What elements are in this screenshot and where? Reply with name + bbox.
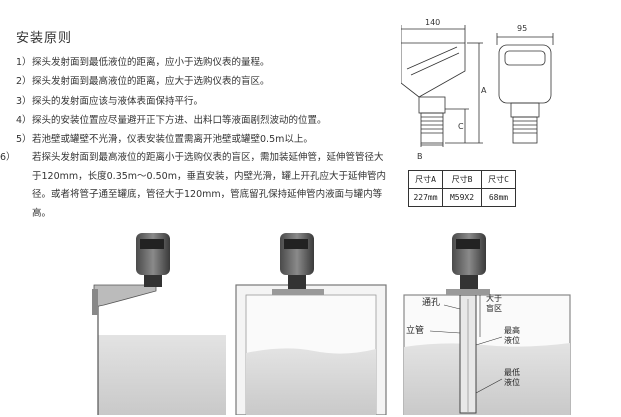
rule-item: 5）若池壁或罐壁不光滑，仪表安装位置需离开池壁或罐壁0.5m以上。	[16, 130, 388, 149]
label-vent-hole: 通孔	[422, 297, 440, 308]
page-title: 安装原则	[16, 31, 73, 46]
table-cell: 227mm	[408, 188, 443, 207]
rule-number: 2）	[16, 76, 32, 88]
rule-text: 探头发射面到最低液位的距离，应小于选购仪表的量程。	[32, 57, 270, 68]
table-row: 227mm M59X2 68mm	[408, 188, 516, 207]
scene-wall-bracket	[92, 233, 226, 415]
rule-item: 6） 若探头发射面到最高液位的距离小于选购仪表的盲区，需加装延伸管，延伸管管径大于…	[0, 149, 388, 223]
label-lowest-level: 最低	[504, 367, 520, 377]
table-cell: 68mm	[481, 188, 516, 207]
table-header: 尺寸A	[408, 170, 443, 189]
sensor	[280, 233, 314, 289]
dimension-drawing: 140 A C B 95	[401, 18, 554, 161]
installation-illustrations: 通孔 立管 大于 盲区 最高 液位 最低 液位	[92, 233, 571, 415]
rule-number: 3）	[16, 95, 32, 107]
front-view	[401, 25, 483, 147]
label-above-blind-2: 盲区	[486, 303, 502, 313]
rule-text: 探头的安装位置应尽量避开正下方进、出料口等液面剧烈波动的位置。	[32, 114, 327, 126]
label-highest-level: 最高	[504, 325, 520, 335]
rule-item: 2）探头发射面到最高液位的距离，应大于选购仪表的盲区。	[16, 72, 388, 91]
rule-text: 探头发射面到最高液位的距离，应大于选购仪表的盲区。	[32, 76, 270, 88]
liquid	[246, 348, 376, 415]
dim-front-width: 140	[425, 18, 440, 27]
label-lowest-level-2: 液位	[504, 377, 520, 387]
table-header: 尺寸B	[442, 170, 482, 189]
dim-label-a: A	[481, 86, 487, 95]
rule-number: 4）	[16, 114, 32, 126]
dim-side-width: 95	[517, 24, 527, 33]
rule-text: 若探头发射面到最高液位的距离小于选购仪表的盲区，需加装延伸管，延伸管管径大于12…	[32, 152, 386, 219]
rule-text: 若池壁或罐壁不光滑，仪表安装位置需离开池壁或罐壁0.5m以上。	[32, 134, 313, 146]
rule-item: 4）探头的安装位置应尽量避开正下方进、出料口等液面剧烈波动的位置。	[16, 111, 388, 130]
table-header: 尺寸C	[481, 170, 516, 189]
rule-number: 6）	[0, 152, 16, 164]
dim-label-c: C	[458, 122, 464, 131]
table-header-row: 尺寸A 尺寸B 尺寸C	[408, 170, 516, 189]
label-above-blind: 大于	[486, 293, 502, 303]
rule-item: 3）探头的发射面应该与液体表面保持平行。	[16, 92, 388, 111]
liquid	[98, 335, 226, 415]
label-standpipe: 立管	[406, 324, 424, 336]
scene-tank-top	[235, 233, 387, 415]
side-view	[496, 33, 554, 144]
label-highest-level-2: 液位	[504, 335, 520, 345]
rule-item: 1）探头发射面到最低液位的距离，应小于选购仪表的量程。	[16, 53, 388, 72]
sensor	[136, 233, 170, 287]
sensor	[452, 233, 486, 289]
table-cell: M59X2	[442, 188, 482, 207]
liquid	[404, 343, 570, 415]
rules-list: 1）探头发射面到最低液位的距离，应小于选购仪表的量程。 2）探头发射面到最高液位…	[0, 53, 388, 223]
dimension-table: 尺寸A 尺寸B 尺寸C 227mm M59X2 68mm	[408, 170, 516, 207]
rule-number: 1）	[16, 57, 32, 68]
mounting-bracket	[93, 284, 157, 308]
dim-label-b: B	[417, 152, 423, 161]
rule-text: 探头的发射面应该与液体表面保持平行。	[32, 95, 204, 107]
scene-standpipe	[403, 233, 571, 415]
rule-number: 5）	[16, 134, 32, 146]
